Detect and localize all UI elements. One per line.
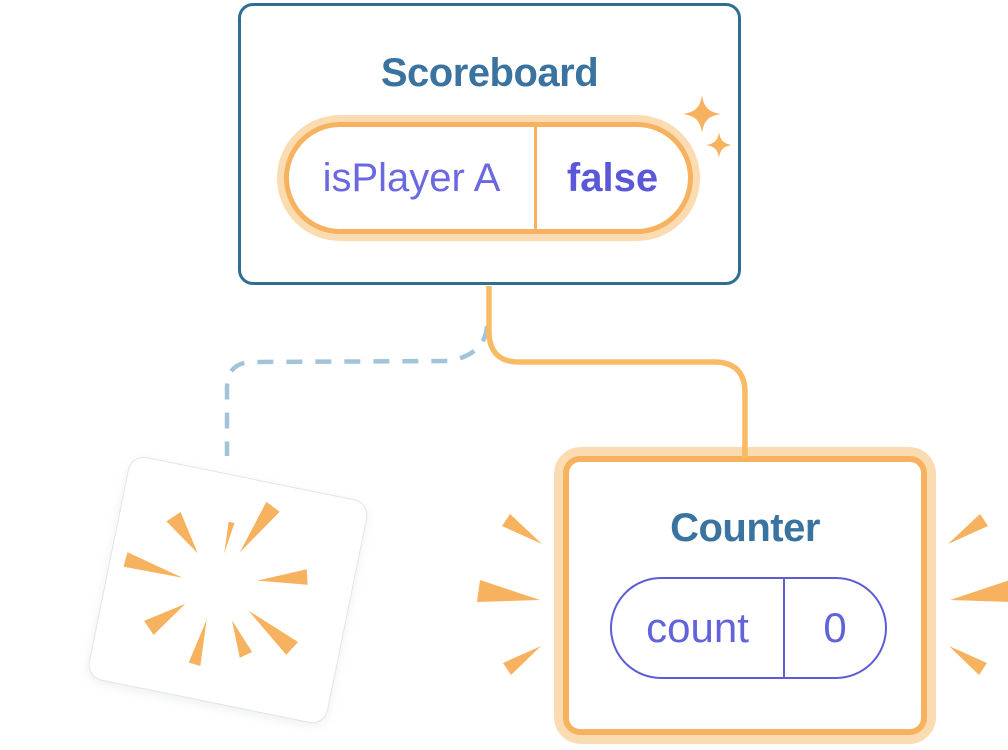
counter-title: Counter <box>670 506 820 550</box>
counter-component-card: Counter count 0 <box>554 447 936 744</box>
counter-card-inner: Counter count 0 <box>563 456 927 735</box>
pill-divider <box>783 579 785 677</box>
emphasis-spark-icon <box>503 646 541 675</box>
state-value-label: false <box>566 155 659 200</box>
state-key-label: isPlayer A <box>322 155 501 200</box>
connector-dashed-removed <box>224 325 490 456</box>
state-key-label: count <box>646 604 749 651</box>
scoreboard-state-pill-highlight: isPlayer A false <box>277 115 700 241</box>
emphasis-spark-icon <box>950 580 1008 602</box>
pill-divider <box>534 127 537 229</box>
scoreboard-component-card: Scoreboard isPlayer A false <box>238 3 741 285</box>
scoreboard-state-pill: isPlayer A false <box>284 122 693 234</box>
emphasis-sparks-left <box>477 514 542 675</box>
emphasis-spark-icon <box>477 580 540 602</box>
emphasis-sparks-right <box>948 514 1008 675</box>
scoreboard-title: Scoreboard <box>380 51 599 95</box>
emphasis-spark-icon <box>502 514 542 544</box>
emphasis-spark-icon <box>949 646 987 675</box>
connector-solid-kept <box>486 286 748 458</box>
emphasis-spark-icon <box>948 514 988 544</box>
state-value-label: 0 <box>823 604 847 651</box>
destroyed-component-card <box>85 453 371 727</box>
poof-burst-icon <box>123 501 308 667</box>
counter-state-pill: count 0 <box>610 577 887 679</box>
